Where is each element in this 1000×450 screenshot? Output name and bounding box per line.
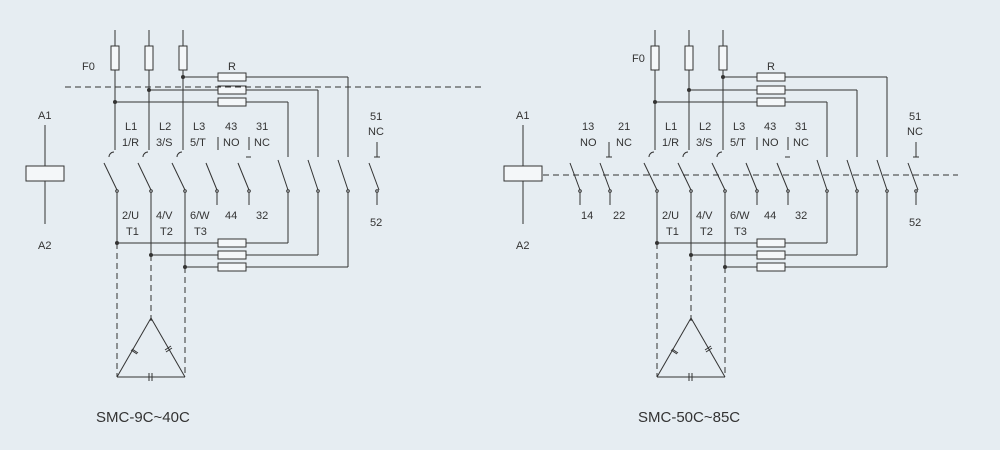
label-21: 21 [618, 121, 630, 133]
label-44: 44 [764, 210, 776, 222]
label-2u: 2/U [662, 210, 679, 222]
label-1r: 1/R [122, 137, 139, 149]
label-no: NO [223, 137, 240, 149]
label-nc-21: NC [616, 137, 632, 149]
label-13: 13 [582, 121, 594, 133]
label-31: 31 [795, 121, 807, 133]
label-no: NO [762, 137, 779, 149]
label-52: 52 [909, 217, 921, 229]
label-no-13: NO [580, 137, 597, 149]
label-51: 51 [370, 111, 382, 123]
contactor-coil: A1 A2 [503, 110, 543, 252]
resistor-label: R [228, 61, 236, 73]
label-l1: L1 [665, 121, 677, 133]
label-3s: 3/S [696, 137, 713, 149]
label-43: 43 [764, 121, 776, 133]
label-5t: 5/T [730, 137, 746, 149]
fuse-2 [144, 45, 154, 71]
fuse-1 [650, 45, 660, 71]
label-1r: 1/R [662, 137, 679, 149]
label-52: 52 [370, 217, 382, 229]
diagram-caption: SMC-9C~40C [96, 409, 190, 426]
resistor-top-3 [217, 97, 247, 107]
resistor-top-2 [756, 85, 786, 95]
label-l1: L1 [125, 121, 137, 133]
bypass-resistors-bottom [655, 238, 887, 272]
label-4v: 4/V [696, 210, 713, 222]
label-6w: 6/W [190, 210, 210, 222]
diagram-caption: SMC-50C~85C [638, 409, 740, 426]
label-t3: T3 [734, 226, 747, 238]
label-44: 44 [225, 210, 237, 222]
overload-contact: 51 NC 52 [907, 111, 923, 229]
main-contacts-bottom-labels: 2/U T1 4/V T2 6/W T3 44 32 [122, 210, 268, 238]
main-contacts-top-labels: L1 1/R L2 3/S L3 5/T 43 NO 31 NC [662, 121, 809, 150]
label-32: 32 [256, 210, 268, 222]
label-nc-51: NC [368, 126, 384, 138]
label-43: 43 [225, 121, 237, 133]
motor-delta [116, 243, 186, 381]
label-t1: T1 [126, 226, 139, 238]
resistor-bottom-1 [756, 238, 786, 248]
label-l2: L2 [159, 121, 171, 133]
label-3s: 3/S [156, 137, 173, 149]
resistor-top-1 [217, 72, 247, 82]
label-22: 22 [613, 210, 625, 222]
fuse-label: F0 [82, 61, 95, 73]
label-l3: L3 [193, 121, 205, 133]
label-l2: L2 [699, 121, 711, 133]
label-t3: T3 [194, 226, 207, 238]
fuse-label: F0 [632, 53, 645, 65]
motor-delta [656, 243, 726, 381]
fuses: F0 [82, 30, 188, 150]
resistor-bottom-3 [756, 262, 786, 272]
fuse-1 [110, 45, 120, 71]
resistor-bottom-3 [217, 262, 247, 272]
label-nc: NC [793, 137, 809, 149]
resistor-bottom-1 [217, 238, 247, 248]
label-2u: 2/U [122, 210, 139, 222]
resistor-top-1 [756, 72, 786, 82]
coil-terminal-a2: A2 [516, 240, 529, 252]
bypass-resistors-bottom [115, 238, 348, 272]
label-t2: T2 [160, 226, 173, 238]
resistor-bottom-2 [756, 250, 786, 260]
diagram-smc-9c-40c: F0 R A1 A2 [25, 30, 485, 426]
resistor-label: R [767, 61, 775, 73]
diagram-smc-50c-85c: F0 R A1 A2 [503, 30, 958, 426]
fuses: F0 [632, 30, 728, 150]
fuse-3 [178, 45, 188, 71]
fuse-3 [718, 45, 728, 71]
label-5t: 5/T [190, 137, 206, 149]
label-nc-51: NC [907, 126, 923, 138]
coil-terminal-a1: A1 [516, 110, 529, 122]
overload-contact: 51 NC 52 [368, 111, 384, 229]
bypass-resistors-top: R [113, 61, 349, 157]
label-14: 14 [581, 210, 593, 222]
bypass-resistors-top: R [653, 61, 888, 157]
main-contacts-bottom-labels: 2/U T1 4/V T2 6/W T3 44 32 [662, 210, 807, 238]
coil-box [25, 165, 65, 182]
resistor-top-3 [756, 97, 786, 107]
label-31: 31 [256, 121, 268, 133]
label-t1: T1 [666, 226, 679, 238]
label-51: 51 [909, 111, 921, 123]
resistor-bottom-2 [217, 250, 247, 260]
coil-terminal-a2: A2 [38, 240, 51, 252]
label-4v: 4/V [156, 210, 173, 222]
fuse-2 [684, 45, 694, 71]
label-32: 32 [795, 210, 807, 222]
label-6w: 6/W [730, 210, 750, 222]
aux-contacts: 13 NO 14 21 NC 22 [569, 121, 632, 222]
main-contact-switches [103, 151, 350, 267]
contactor-coil: A1 A2 [25, 110, 65, 252]
resistor-top-2 [217, 85, 247, 95]
coil-box [503, 165, 543, 182]
label-nc: NC [254, 137, 270, 149]
label-t2: T2 [700, 226, 713, 238]
coil-terminal-a1: A1 [38, 110, 51, 122]
main-contacts-top-labels: L1 1/R L2 3/S L3 5/T 43 NO 31 NC [122, 121, 270, 150]
label-l3: L3 [733, 121, 745, 133]
